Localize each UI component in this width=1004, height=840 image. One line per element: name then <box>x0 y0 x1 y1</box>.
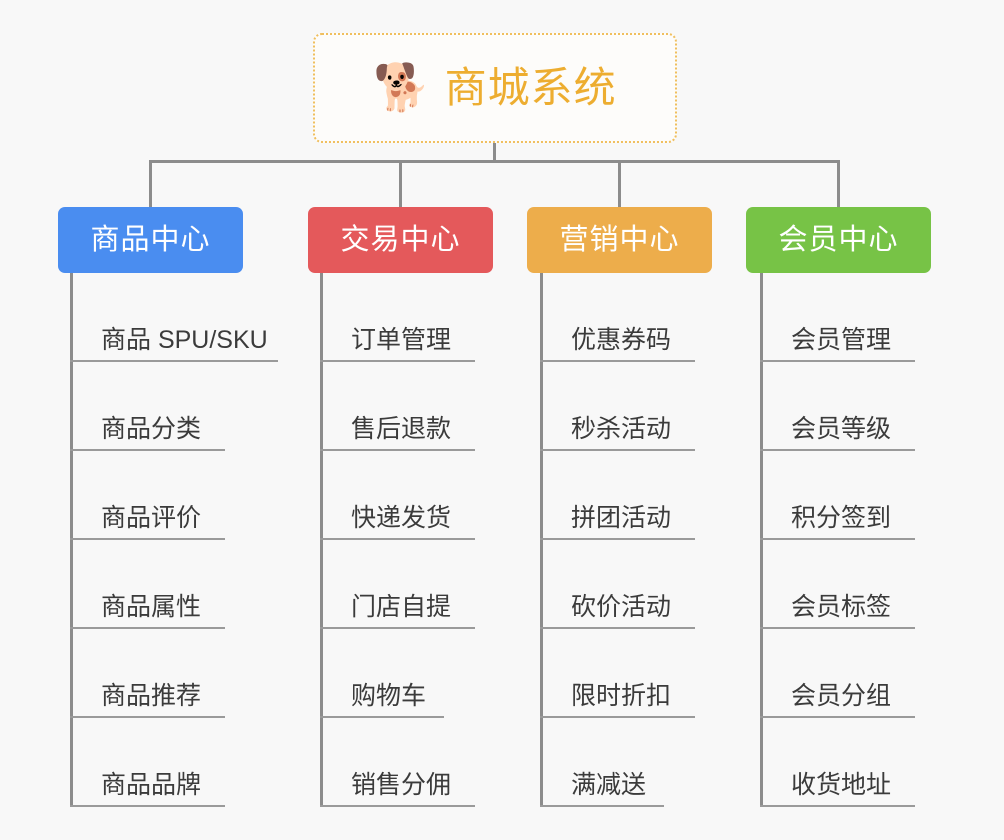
leaf-underline <box>760 449 915 451</box>
leaf-underline <box>70 449 225 451</box>
leaf-item-label: 购物车 <box>351 682 427 710</box>
leaf-item[interactable]: 快递发货 <box>320 451 475 540</box>
leaf-underline <box>70 360 278 362</box>
root-node-shop-system[interactable]: 🐕 商城系统 <box>313 33 677 143</box>
leaf-underline <box>760 538 915 540</box>
leaf-item[interactable]: 订单管理 <box>320 273 475 362</box>
leaf-item[interactable]: 商品评价 <box>70 451 278 540</box>
leaf-item-label: 订单管理 <box>351 326 452 354</box>
leaf-item-label: 销售分佣 <box>351 771 452 799</box>
leaf-underline <box>540 449 695 451</box>
leaf-underline <box>760 360 915 362</box>
leaf-underline <box>540 627 695 629</box>
leaf-item[interactable]: 会员分组 <box>760 629 915 718</box>
leaf-item-label: 售后退款 <box>351 415 452 443</box>
leaf-underline <box>70 538 225 540</box>
leaf-item-label: 会员等级 <box>791 415 892 443</box>
leaf-column-3: 优惠券码秒杀活动拼团活动砍价活动限时折扣满减送 <box>540 273 695 807</box>
category-label: 营销中心 <box>559 223 680 256</box>
leaf-item[interactable]: 商品推荐 <box>70 629 278 718</box>
leaf-item-label: 会员管理 <box>791 326 892 354</box>
leaf-item-label: 积分签到 <box>791 504 892 532</box>
leaf-item-label: 商品评价 <box>101 504 202 532</box>
leaf-item-label: 拼团活动 <box>571 504 672 532</box>
leaf-item-label: 商品推荐 <box>101 682 202 710</box>
leaf-underline <box>540 805 664 807</box>
leaf-item[interactable]: 商品属性 <box>70 540 278 629</box>
connector-drop-3 <box>618 160 621 207</box>
leaf-item-label: 商品 SPU/SKU <box>101 326 268 354</box>
leaf-item-label: 快递发货 <box>351 504 452 532</box>
leaf-underline <box>760 627 915 629</box>
column-spine <box>540 273 543 807</box>
leaf-underline <box>70 716 225 718</box>
category-box-1[interactable]: 商品中心 <box>58 207 243 273</box>
leaf-item-label: 满减送 <box>571 771 647 799</box>
leaf-item-label: 门店自提 <box>351 593 452 621</box>
connector-drop-4 <box>837 160 840 207</box>
leaf-item[interactable]: 收货地址 <box>760 718 915 807</box>
connector-horizontal-bus <box>149 160 840 163</box>
leaf-item[interactable]: 会员等级 <box>760 362 915 451</box>
shiba-dog-face-icon: 🐕 <box>373 61 431 113</box>
connector-drop-2 <box>399 160 402 207</box>
leaf-underline <box>760 805 915 807</box>
leaf-underline <box>320 716 444 718</box>
leaf-item[interactable]: 商品品牌 <box>70 718 278 807</box>
leaf-item[interactable]: 商品分类 <box>70 362 278 451</box>
leaf-underline <box>540 360 695 362</box>
leaf-item-label: 会员标签 <box>791 593 892 621</box>
column-spine <box>320 273 323 807</box>
leaf-item[interactable]: 会员标签 <box>760 540 915 629</box>
leaf-item[interactable]: 优惠券码 <box>540 273 695 362</box>
category-box-4[interactable]: 会员中心 <box>746 207 931 273</box>
leaf-item-label: 砍价活动 <box>571 593 672 621</box>
leaf-item[interactable]: 拼团活动 <box>540 451 695 540</box>
leaf-item[interactable]: 销售分佣 <box>320 718 475 807</box>
leaf-item-label: 商品属性 <box>101 593 202 621</box>
connector-root-stem <box>493 143 496 163</box>
leaf-item-label: 商品品牌 <box>101 771 202 799</box>
column-spine <box>760 273 763 807</box>
leaf-item[interactable]: 砍价活动 <box>540 540 695 629</box>
leaf-item[interactable]: 售后退款 <box>320 362 475 451</box>
leaf-column-2: 订单管理售后退款快递发货门店自提购物车销售分佣 <box>320 273 475 807</box>
leaf-underline <box>320 449 475 451</box>
leaf-item[interactable]: 门店自提 <box>320 540 475 629</box>
leaf-item-label: 会员分组 <box>791 682 892 710</box>
leaf-item[interactable]: 商品 SPU/SKU <box>70 273 278 362</box>
leaf-underline <box>320 360 475 362</box>
leaf-item[interactable]: 限时折扣 <box>540 629 695 718</box>
leaf-underline <box>320 805 475 807</box>
leaf-underline <box>320 538 475 540</box>
leaf-item[interactable]: 购物车 <box>320 629 475 718</box>
category-label: 商品中心 <box>90 223 211 256</box>
leaf-item[interactable]: 满减送 <box>540 718 695 807</box>
leaf-item[interactable]: 秒杀活动 <box>540 362 695 451</box>
leaf-item-label: 优惠券码 <box>571 326 672 354</box>
leaf-item-label: 收货地址 <box>791 771 892 799</box>
leaf-item-label: 商品分类 <box>101 415 202 443</box>
leaf-underline <box>320 627 475 629</box>
leaf-underline <box>760 716 915 718</box>
leaf-item[interactable]: 积分签到 <box>760 451 915 540</box>
leaf-column-4: 会员管理会员等级积分签到会员标签会员分组收货地址 <box>760 273 915 807</box>
category-box-2[interactable]: 交易中心 <box>308 207 493 273</box>
leaf-item-label: 秒杀活动 <box>571 415 672 443</box>
root-node-label: 商城系统 <box>444 64 617 111</box>
leaf-underline <box>70 627 225 629</box>
column-spine <box>70 273 73 807</box>
leaf-column-1: 商品 SPU/SKU 商品分类商品评价商品属性商品推荐商品品牌 <box>70 273 278 807</box>
connector-drop-1 <box>149 160 152 207</box>
category-box-3[interactable]: 营销中心 <box>527 207 712 273</box>
category-label: 交易中心 <box>340 223 461 256</box>
leaf-underline <box>540 716 695 718</box>
category-label: 会员中心 <box>778 223 899 256</box>
leaf-underline <box>540 538 695 540</box>
leaf-item[interactable]: 会员管理 <box>760 273 915 362</box>
leaf-underline <box>70 805 225 807</box>
leaf-item-label: 限时折扣 <box>571 682 672 710</box>
